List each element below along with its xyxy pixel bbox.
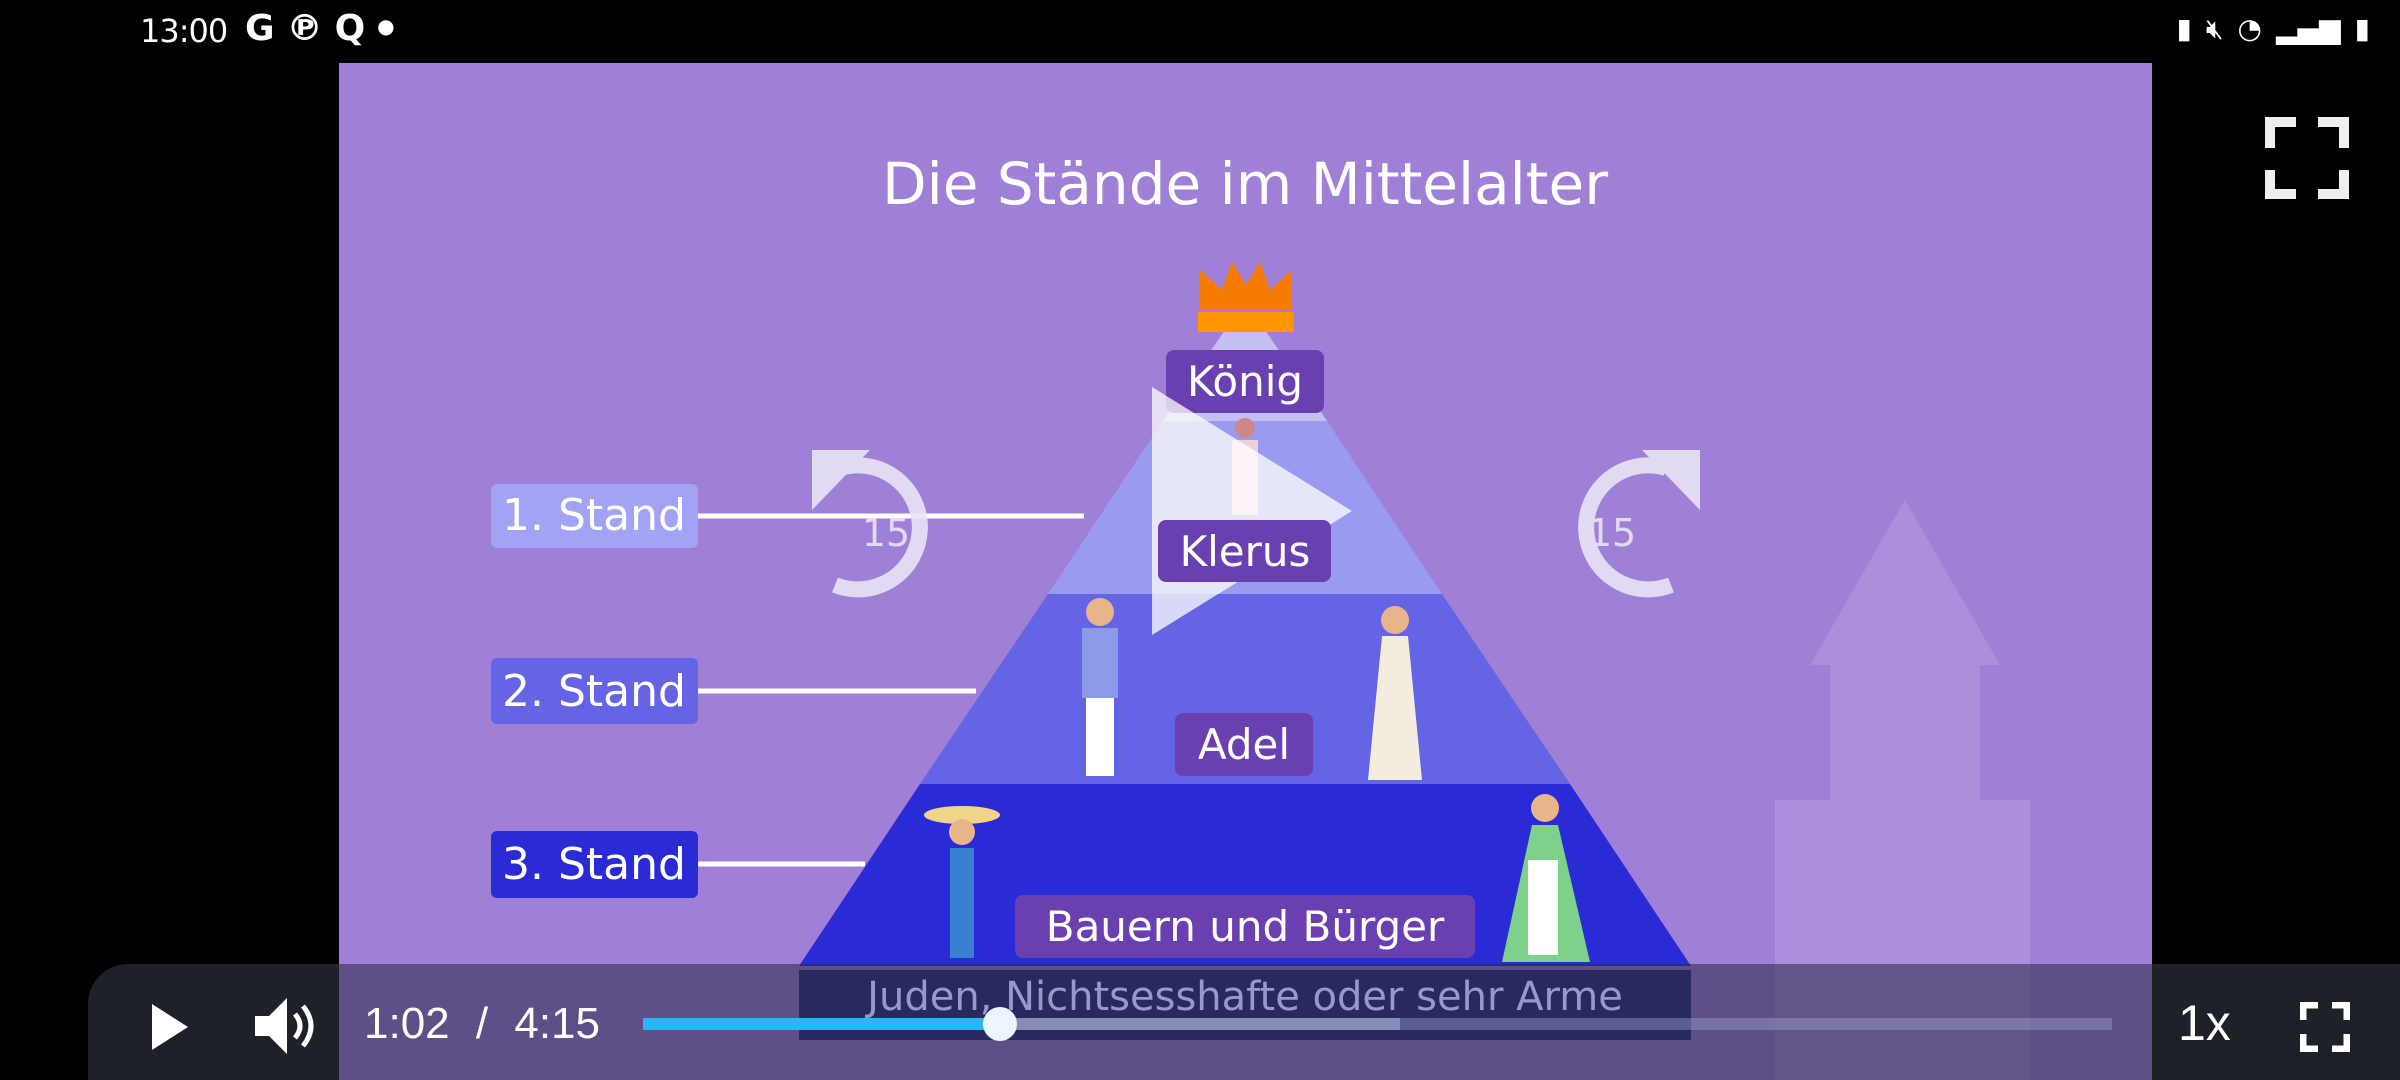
fullscreen-button[interactable] <box>2300 1002 2350 1052</box>
mute-icon: 🔇︎ <box>2205 12 2224 45</box>
stand-label-3: 3. Stand <box>502 839 686 890</box>
play-button[interactable] <box>148 1002 192 1052</box>
duration: 4:15 <box>514 999 600 1048</box>
character-noblewoman <box>1368 606 1422 780</box>
volume-button[interactable] <box>253 994 319 1058</box>
video-title: Die Stände im Mittelalter <box>882 150 1608 218</box>
seek-thumb[interactable] <box>982 1007 1017 1041</box>
stand-label-2: 2. Stand <box>502 666 686 717</box>
quora-icon: Q <box>334 8 366 49</box>
signal-icon: ▂▄▆ <box>2275 12 2341 45</box>
forward-15-button[interactable]: 15 <box>1578 450 1700 598</box>
rewind-seconds: 15 <box>862 511 910 555</box>
forward-seconds: 15 <box>1588 511 1636 555</box>
tier-label-bauern: Bauern und Bürger <box>1046 902 1445 951</box>
video-control-bar: 1:02 / 4:15 Juden, Nichtsesshafte oder s… <box>88 964 2400 1080</box>
battery-saver-icon: ▮ <box>2176 12 2192 45</box>
character-nobleman <box>1082 598 1118 776</box>
clock: 13:00 <box>140 12 228 50</box>
battery-icon: ▮ <box>2354 12 2370 45</box>
tier-label-klerus: Klerus <box>1180 527 1311 576</box>
tier-label-unten: Juden, Nichtsesshafte oder sehr Arme <box>867 974 1623 1020</box>
character-townswoman <box>1502 794 1590 962</box>
seek-bar[interactable] <box>643 1007 2112 1041</box>
playback-speed-button[interactable]: 1x <box>2178 995 2231 1051</box>
tier-label-koenig: König <box>1187 357 1303 406</box>
tier-label-adel: Adel <box>1198 720 1290 769</box>
status-bar: 13:00 G ℗ Q ● ▮ 🔇︎ ◔ ▂▄▆ ▮ <box>0 0 2400 63</box>
current-time: 1:02 <box>364 999 450 1048</box>
time-display: 1:02 / 4:15 <box>364 999 600 1048</box>
fullscreen-top-icon[interactable] <box>2265 117 2349 199</box>
crown-icon <box>1198 262 1294 332</box>
stand-label-1: 1. Stand <box>502 490 686 541</box>
rewind-15-button[interactable]: 15 <box>812 450 928 598</box>
character-farmer <box>924 806 1000 958</box>
pinterest-icon: ℗ <box>286 8 323 49</box>
played-bar <box>643 1018 1000 1030</box>
wifi-icon: ◔ <box>2237 12 2262 45</box>
dot-icon: ● <box>377 14 395 38</box>
google-icon: G <box>245 8 275 49</box>
